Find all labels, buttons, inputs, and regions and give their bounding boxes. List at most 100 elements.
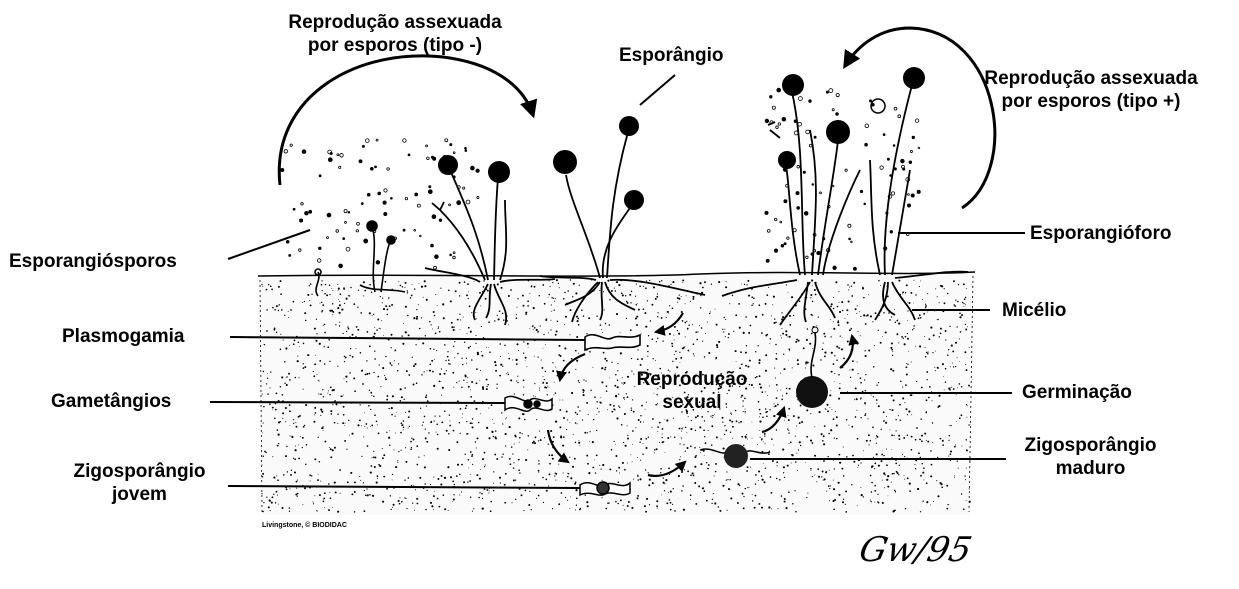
stipple-dot: [468, 386, 470, 388]
spore: [812, 184, 814, 186]
stipple-dot: [895, 419, 896, 420]
stipple-dot: [602, 497, 603, 498]
stipple-dot: [385, 356, 386, 357]
stipple-dot: [276, 332, 277, 333]
stipple-dot: [830, 485, 831, 486]
stipple-dot: [389, 362, 391, 364]
stipple-dot: [297, 480, 298, 481]
stipple-dot: [673, 335, 674, 336]
stipple-dot: [322, 290, 323, 291]
stipple-dot: [371, 424, 373, 426]
stipple-dot: [360, 404, 361, 405]
stipple-dot: [891, 316, 892, 317]
stipple-dot: [284, 315, 285, 316]
stipple-dot: [964, 351, 966, 353]
stipple-dot: [627, 505, 629, 507]
stipple-dot: [270, 371, 271, 372]
stipple-dot: [606, 360, 608, 362]
stipple-dot: [864, 402, 866, 404]
stipple-dot: [608, 324, 610, 326]
stipple-dot: [545, 344, 546, 345]
stipple-dot: [788, 430, 789, 431]
stipple-dot: [672, 307, 674, 309]
spore: [427, 157, 430, 160]
stipple-dot: [374, 327, 375, 328]
spore: [832, 185, 834, 187]
stipple-dot: [865, 413, 866, 414]
stipple-dot: [670, 284, 671, 285]
stipple-dot: [883, 411, 885, 413]
stipple-dot: [961, 414, 963, 416]
stipple-dot: [659, 422, 661, 424]
stipple-dot: [349, 355, 350, 356]
stipple-dot: [449, 421, 450, 422]
stipple-dot: [631, 291, 632, 292]
stipple-dot: [902, 454, 903, 455]
stipple-dot: [470, 422, 472, 424]
stipple-dot: [419, 283, 420, 284]
stipple-dot: [433, 476, 434, 477]
stipple-dot: [534, 356, 535, 357]
stipple-dot: [837, 321, 839, 323]
stipple-dot: [589, 441, 590, 442]
stipple-dot: [848, 425, 849, 426]
stipple-dot: [874, 490, 876, 492]
stipple-dot: [480, 306, 481, 307]
stipple-dot: [555, 298, 556, 299]
stipple-dot: [764, 481, 766, 483]
stipple-dot: [517, 376, 518, 377]
stipple-dot: [424, 483, 426, 485]
stipple-dot: [822, 471, 824, 473]
stipple-dot: [305, 404, 307, 406]
stipple-dot: [616, 282, 618, 284]
stipple-dot: [962, 446, 963, 447]
stipple-dot: [914, 280, 915, 281]
stipple-dot: [555, 480, 556, 481]
stipple-dot: [477, 353, 479, 355]
stipple-dot: [562, 445, 564, 447]
stipple-dot: [724, 425, 725, 426]
stipple-dot: [373, 396, 374, 397]
stipple-dot: [295, 422, 296, 423]
stipple-dot: [553, 436, 555, 438]
stipple-dot: [550, 430, 552, 432]
stipple-dot: [905, 508, 906, 509]
stipple-dot: [541, 359, 542, 360]
stipple-dot: [579, 285, 580, 286]
stipple-dot: [496, 458, 498, 460]
stipple-dot: [830, 306, 832, 308]
stipple-dot: [319, 380, 320, 381]
stipple-dot: [853, 461, 855, 463]
stipple-dot: [874, 468, 875, 469]
stipple-dot: [678, 475, 680, 477]
stipple-dot: [480, 370, 481, 371]
stipple-dot: [851, 484, 852, 485]
stipple-dot: [836, 416, 838, 418]
stipple-dot: [635, 427, 636, 428]
stipple-dot: [959, 383, 961, 385]
stipple-dot: [573, 283, 575, 285]
stipple-dot: [504, 345, 506, 347]
stipple-dot: [365, 494, 367, 496]
stipple-dot: [583, 390, 585, 392]
stipple-dot: [271, 496, 273, 498]
stipple-dot: [380, 296, 381, 297]
stipple-dot: [969, 488, 970, 489]
stipple-dot: [704, 281, 706, 283]
stipple-dot: [446, 370, 447, 371]
stipple-dot: [484, 488, 486, 490]
stipple-dot: [371, 395, 372, 396]
stipple-dot: [924, 336, 925, 337]
stipple-dot: [294, 471, 296, 473]
stipple-dot: [447, 356, 449, 358]
stipple-dot: [432, 328, 433, 329]
stipple-dot: [746, 284, 747, 285]
stipple-dot: [280, 280, 282, 282]
stipple-dot: [405, 461, 407, 463]
stipple-dot: [904, 479, 905, 480]
stipple-dot: [747, 439, 748, 440]
stipple-dot: [732, 438, 733, 439]
stipple-dot: [754, 495, 756, 497]
spore: [365, 139, 369, 143]
stipple-dot: [444, 477, 446, 479]
